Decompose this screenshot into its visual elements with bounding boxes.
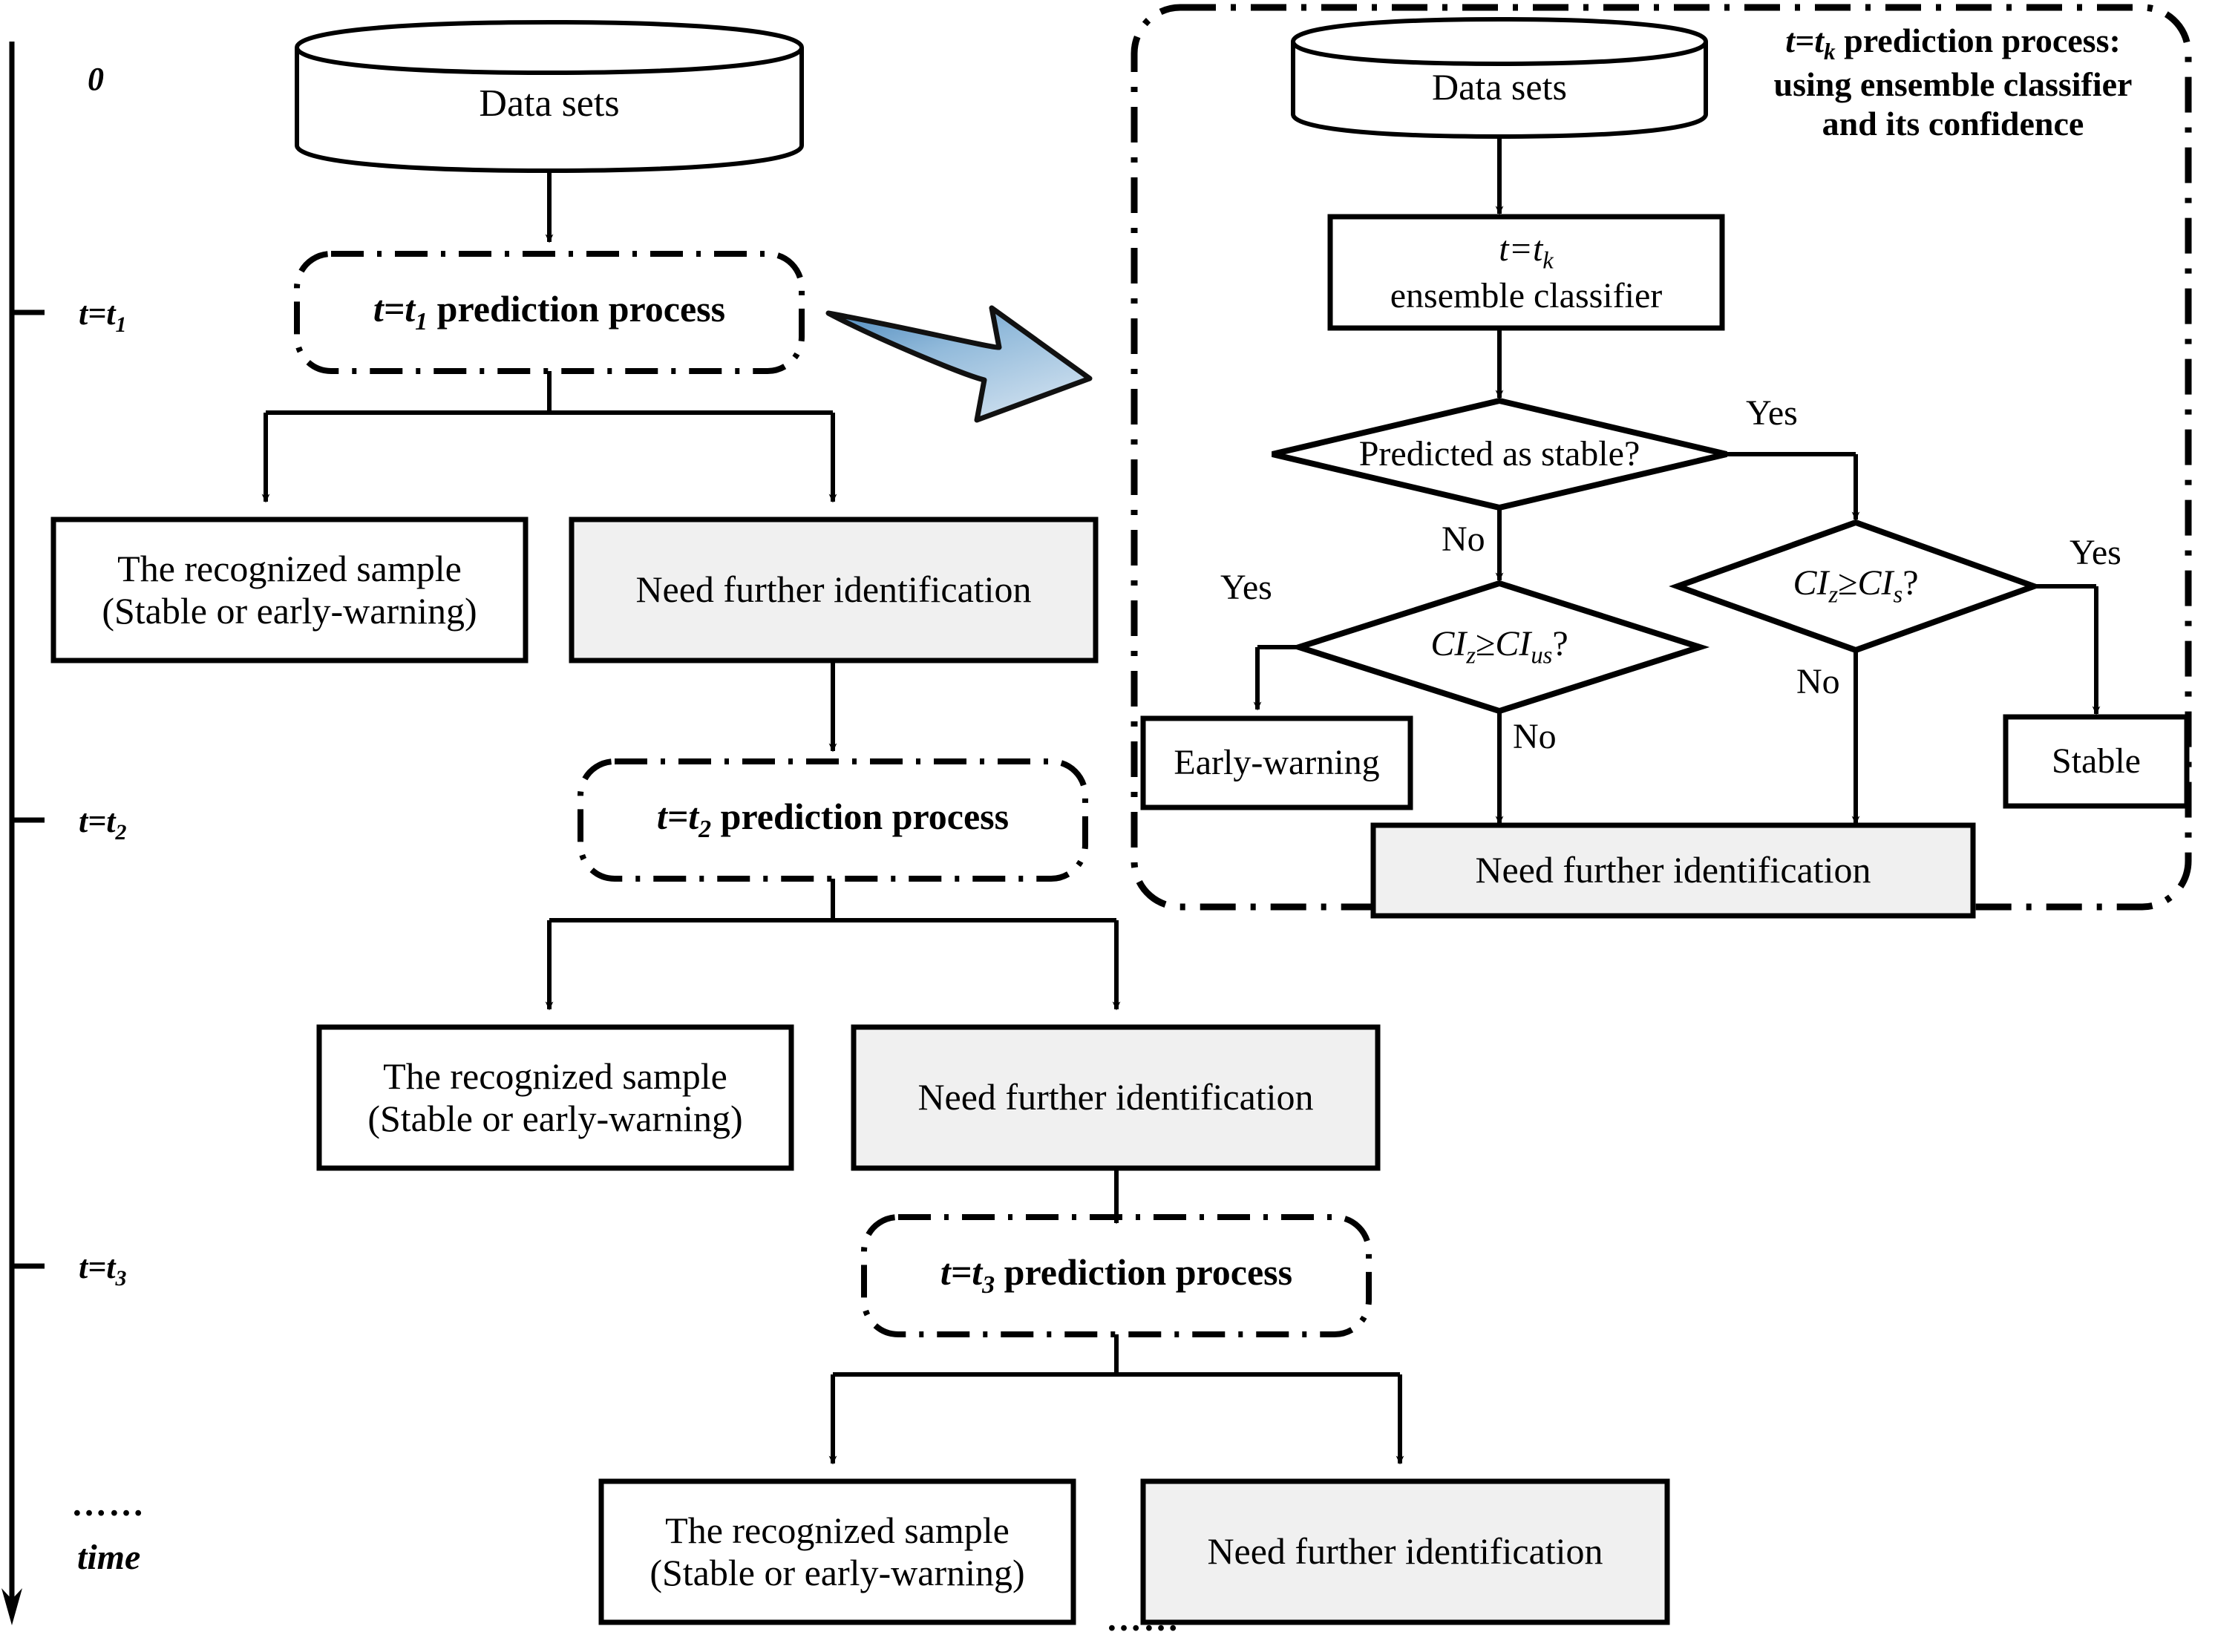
bottom-ellipsis: …… [1106, 1599, 1180, 1639]
tick-t3-sub: 3 [115, 1265, 127, 1291]
t3-recognized-box [598, 1478, 1076, 1625]
decision-ci-z-ge-ci-s [1669, 519, 2043, 654]
t2-recognized-box [316, 1024, 794, 1171]
edge-label-yes-ci-z-ge-ci-s: Yes [2070, 533, 2121, 572]
right-panel-outline [1131, 4, 2192, 911]
t3-process-outline [861, 1214, 1372, 1337]
timeline-ellipsis: …… [71, 1484, 145, 1524]
t1-process-outline [294, 251, 805, 374]
blue-expand-arrow [825, 305, 1093, 423]
timeline-tick-t1: t=t1 [79, 295, 126, 337]
edge-label-yes-predicted-stable: Yes [1746, 393, 1798, 433]
edge-label-no-ci-z-ge-ci-s: No [1796, 662, 1840, 701]
timeline-origin-label: 0 [88, 61, 104, 97]
stable-box [2003, 714, 2190, 809]
left-datastore-shape [295, 19, 804, 174]
tick-t2-sub: 2 [115, 819, 127, 845]
t1-further-box [569, 517, 1099, 663]
t3-further-box [1140, 1478, 1670, 1625]
tick-t2-prefix: t=t [79, 803, 116, 839]
timeline-tick-t3: t=t3 [79, 1249, 126, 1291]
right-datastore-shape [1291, 16, 1708, 140]
timeline-axis-label: time [77, 1538, 141, 1577]
ensemble-classifier-box [1327, 214, 1725, 331]
early-warning-box [1140, 715, 1413, 810]
decision-predicted-as-stable [1272, 397, 1727, 511]
t2-further-box [851, 1024, 1381, 1171]
edge-label-no-ci-z-ge-ci-us: No [1513, 717, 1557, 756]
t2-process-outline [578, 758, 1088, 882]
edge-label-no-predicted-stable: No [1442, 519, 1485, 559]
timeline-tick-t2: t=t2 [79, 803, 126, 845]
right-further-box [1370, 822, 1976, 919]
tick-t1-prefix: t=t [79, 295, 116, 332]
edge-label-yes-ci-z-ge-ci-us: Yes [1220, 568, 1272, 607]
time-axis-group [1, 42, 45, 1625]
decision-ci-z-ge-ci-us [1289, 580, 1710, 715]
tick-t3-prefix: t=t [79, 1249, 116, 1285]
t1-recognized-box [50, 517, 529, 663]
tick-t1-sub: 1 [115, 312, 127, 337]
